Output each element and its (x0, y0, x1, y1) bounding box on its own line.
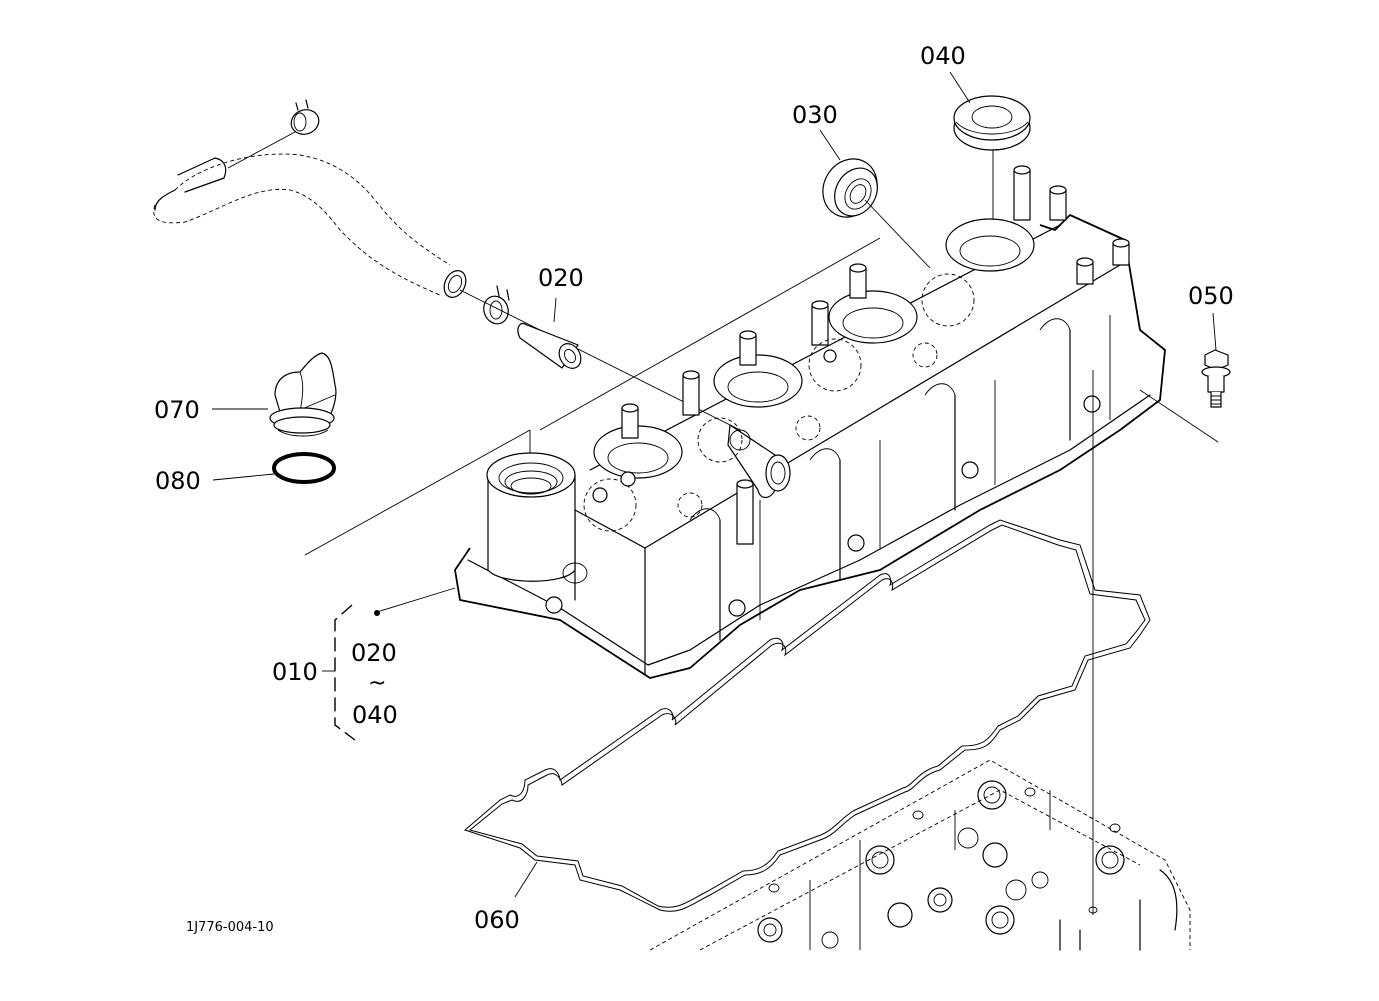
part-060-gasket (463, 519, 1151, 912)
drawing-number: 1J776-004-10 (186, 920, 274, 935)
injector-seat-3 (828, 290, 918, 344)
label-060: 060 (474, 906, 520, 934)
part-030-seal (819, 129, 931, 269)
label-020: 020 (538, 264, 584, 292)
cover-posts (621, 165, 1130, 545)
leader-030 (819, 129, 841, 161)
label-040: 040 (920, 42, 966, 70)
leader-050 (1212, 312, 1217, 351)
assembly-group-bracket (322, 604, 356, 741)
leader-020 (553, 297, 557, 323)
filler-boss (486, 452, 588, 584)
breather-outlet (727, 424, 791, 499)
hose-clamp-upper (227, 99, 320, 169)
part-080-o-ring (212, 452, 336, 484)
label-030: 030 (792, 101, 838, 129)
label-group-start: 020 (351, 639, 397, 667)
part-040-cap (949, 71, 1031, 230)
label-070: 070 (154, 396, 200, 424)
label-group-end: 040 (352, 701, 398, 729)
cylinder-head-reference (649, 759, 1191, 951)
leader-040 (949, 71, 971, 104)
label-010: 010 (272, 658, 318, 686)
flange-bolt-holes (545, 349, 1101, 617)
cover-ribs (689, 315, 1111, 641)
part-020-pipe (517, 297, 582, 369)
hidden-features (583, 273, 975, 532)
injector-seat-2 (713, 354, 803, 408)
part-050-bolt (1139, 312, 1231, 443)
group-bullet (374, 610, 380, 616)
injector-seat-4 (945, 218, 1035, 272)
label-group-separator: ~ (368, 671, 386, 696)
label-050: 050 (1188, 282, 1234, 310)
part-010-head-cover (304, 165, 1166, 915)
part-070-oil-cap (212, 352, 337, 437)
label-080: 080 (155, 467, 201, 495)
leader-060 (514, 861, 538, 898)
hose-clamp-lower (483, 285, 510, 325)
leader-080 (212, 473, 275, 481)
breather-hose-assembly (153, 99, 741, 431)
